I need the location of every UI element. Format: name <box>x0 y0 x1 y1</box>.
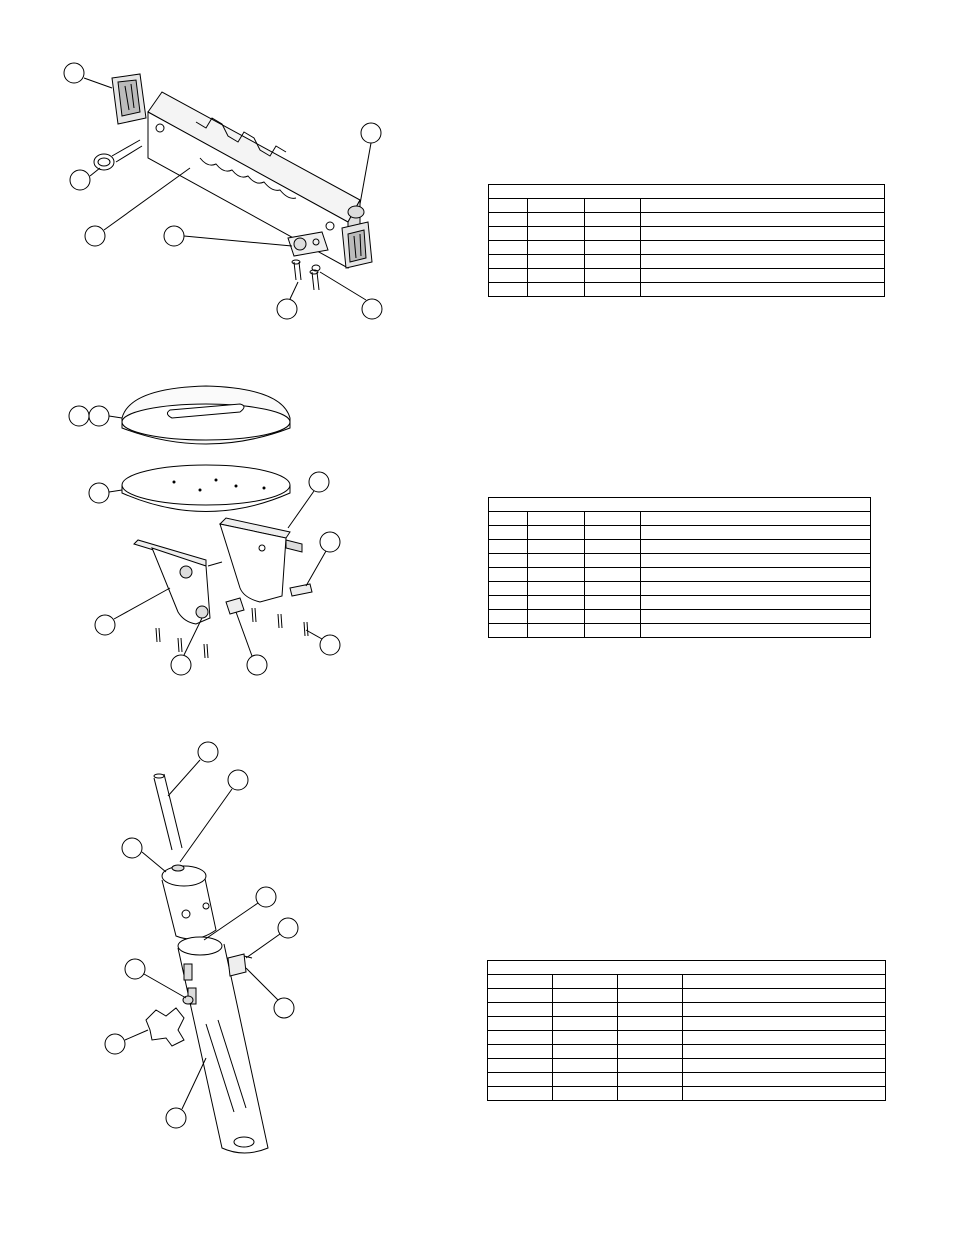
callouts-assembly-2 <box>68 405 341 676</box>
table-row <box>488 539 871 554</box>
table-row <box>488 198 885 213</box>
callouts-assembly-3 <box>104 741 299 1129</box>
table-row <box>488 525 871 540</box>
parts-table-3 <box>487 960 886 1101</box>
upper-housing <box>161 864 217 940</box>
parts-table-2 <box>488 497 871 638</box>
table-row <box>487 1058 886 1073</box>
rack-bar-assembly <box>63 62 383 320</box>
table-title-row <box>488 184 885 199</box>
table-row <box>488 268 885 283</box>
bushing <box>347 205 365 219</box>
table-row <box>488 254 885 269</box>
screws <box>291 259 321 291</box>
table-title-row <box>487 960 886 975</box>
star-knob <box>145 995 194 1047</box>
parts-table-1 <box>488 184 885 297</box>
table-row <box>487 1072 886 1087</box>
table-row <box>488 212 885 227</box>
table-row <box>487 1002 886 1017</box>
callouts-assembly-1 <box>63 62 383 320</box>
side-clamp <box>227 953 253 977</box>
table-title <box>487 960 886 975</box>
table-title <box>488 497 871 512</box>
detent-pin <box>93 139 143 171</box>
table-row <box>488 581 871 596</box>
table-title <box>488 184 885 199</box>
fasteners <box>155 583 313 659</box>
table-row <box>488 623 871 638</box>
post-assembly <box>104 741 299 1154</box>
bracket-plate <box>287 231 329 257</box>
table-row <box>487 988 886 1003</box>
table-row <box>488 553 871 568</box>
table-row <box>487 1086 886 1101</box>
table-row <box>487 974 886 989</box>
height-rod <box>153 773 183 851</box>
seat-bracket-right <box>218 517 303 603</box>
seat-board <box>121 464 291 512</box>
end-cap-right <box>341 221 373 269</box>
table-row <box>488 595 871 610</box>
main-post <box>177 936 269 1154</box>
seat-cushion <box>121 385 291 445</box>
table-row <box>488 567 871 582</box>
table-row <box>487 1030 886 1045</box>
table-row <box>487 1044 886 1059</box>
table-row <box>488 282 885 297</box>
table-row <box>488 609 871 624</box>
table-title-row <box>488 497 871 512</box>
table-row <box>488 240 885 255</box>
end-cap-left <box>111 73 147 125</box>
seat-assembly <box>68 385 341 676</box>
table-row <box>488 511 871 526</box>
table-row <box>488 226 885 241</box>
table-row <box>487 1016 886 1031</box>
seat-bracket-left <box>133 539 223 625</box>
